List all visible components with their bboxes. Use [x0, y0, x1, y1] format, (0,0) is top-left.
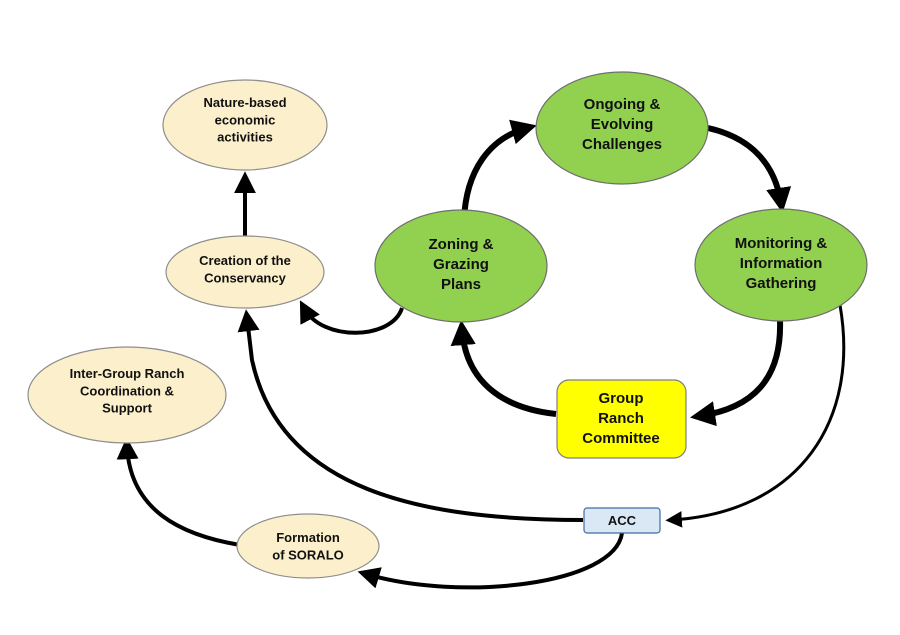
node-label-line: Inter-Group Ranch: [70, 366, 185, 381]
node-label-line: Conservancy: [204, 270, 286, 285]
node-label-line: Ranch: [598, 410, 644, 427]
nodes-layer: Nature-based economic activities Creation …: [27, 71, 868, 579]
node-label-line: of SORALO: [272, 547, 344, 562]
node-soralo: Formation of SORALO: [236, 513, 380, 579]
node-label-line: Coordination &: [80, 383, 174, 398]
arrow-acc-to-soralo: [357, 532, 624, 590]
node-label-line: Gathering: [746, 275, 817, 292]
node-zoning-shape: [374, 209, 548, 323]
arrow-acc-to-creation: [237, 309, 584, 522]
node-label-line: Challenges: [582, 136, 662, 153]
node-label-line: Support: [102, 401, 152, 416]
node-label-line: Formation: [276, 530, 340, 545]
node-label-line: Group: [599, 390, 644, 407]
node-inter-group-shape: [27, 346, 227, 444]
arrow-committee-to-zoning: [450, 319, 557, 417]
node-ongoing-shape: [535, 71, 709, 185]
node-creation-shape: [165, 235, 325, 309]
arrow-monitoring-to-committee: [690, 319, 784, 427]
node-acc-shape: [583, 507, 661, 534]
node-nature-based-shape: [162, 79, 328, 171]
node-label-line: Information: [740, 255, 823, 272]
node-label-line: activities: [217, 130, 273, 145]
node-acc-label: ACC: [608, 513, 637, 528]
arrows-layer: [116, 119, 846, 590]
node-label-line: ACC: [608, 513, 637, 528]
node-soralo-label: Formation of SORALO: [272, 530, 344, 562]
node-label-line: Zoning &: [429, 236, 494, 253]
node-soralo-shape: [236, 513, 380, 579]
node-nature-based-label: Nature-based economic activities: [203, 95, 286, 145]
arrow-zoning-to-ongoing: [461, 119, 537, 221]
node-label-line: Nature-based: [203, 95, 286, 110]
arrow-ongoing-to-monitoring: [707, 125, 792, 213]
node-label-line: Creation of the: [199, 253, 291, 268]
arrow-soralo-to-intergroup: [116, 437, 241, 547]
node-monitoring-shape: [694, 208, 868, 322]
node-committee-shape: [556, 379, 687, 459]
node-label-line: economic: [215, 112, 276, 127]
node-label-line: Evolving: [591, 116, 654, 133]
arrow-zoning-to-creation: [299, 300, 404, 335]
node-label-line: Ongoing &: [584, 96, 661, 113]
node-label-line: Committee: [582, 430, 660, 447]
arrow-monitoring-to-acc: [665, 304, 846, 528]
node-label-line: Grazing: [433, 256, 489, 273]
node-label-line: Plans: [441, 276, 481, 293]
node-nature-based: Nature-based economic activities: [162, 79, 328, 171]
node-acc: ACC: [583, 507, 661, 534]
node-label-line: Monitoring &: [735, 235, 828, 252]
